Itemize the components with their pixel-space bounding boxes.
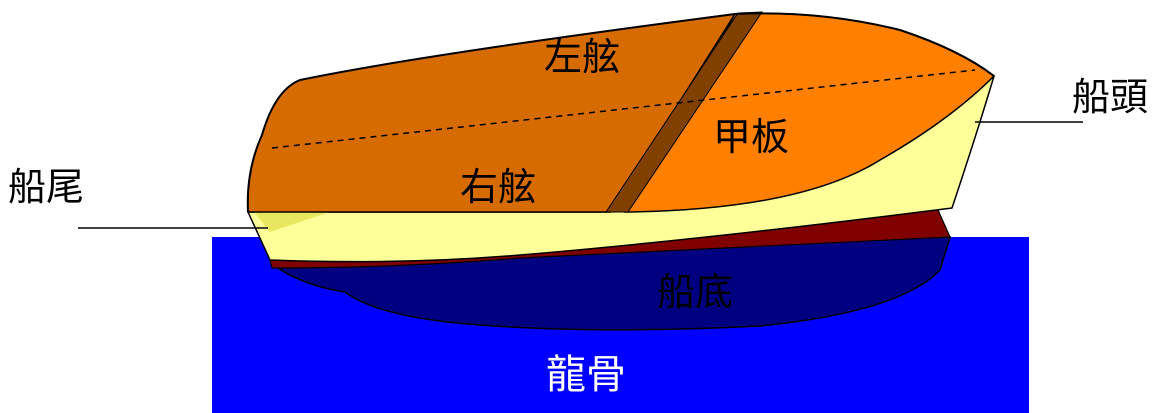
deck-label: 甲板 (713, 115, 789, 159)
bottom-label: 船底 (657, 270, 733, 314)
centerline-dashed (271, 69, 976, 149)
hull-side-shade (254, 212, 330, 232)
stern-label: 船尾 (8, 165, 84, 209)
deck-stripe (605, 11, 763, 213)
port-label: 左舷 (544, 35, 620, 79)
starboard-label: 右舷 (460, 165, 536, 209)
deck-outline (246, 12, 995, 213)
keel-label: 龍骨 (546, 352, 626, 398)
bow-label: 船頭 (1072, 75, 1148, 119)
